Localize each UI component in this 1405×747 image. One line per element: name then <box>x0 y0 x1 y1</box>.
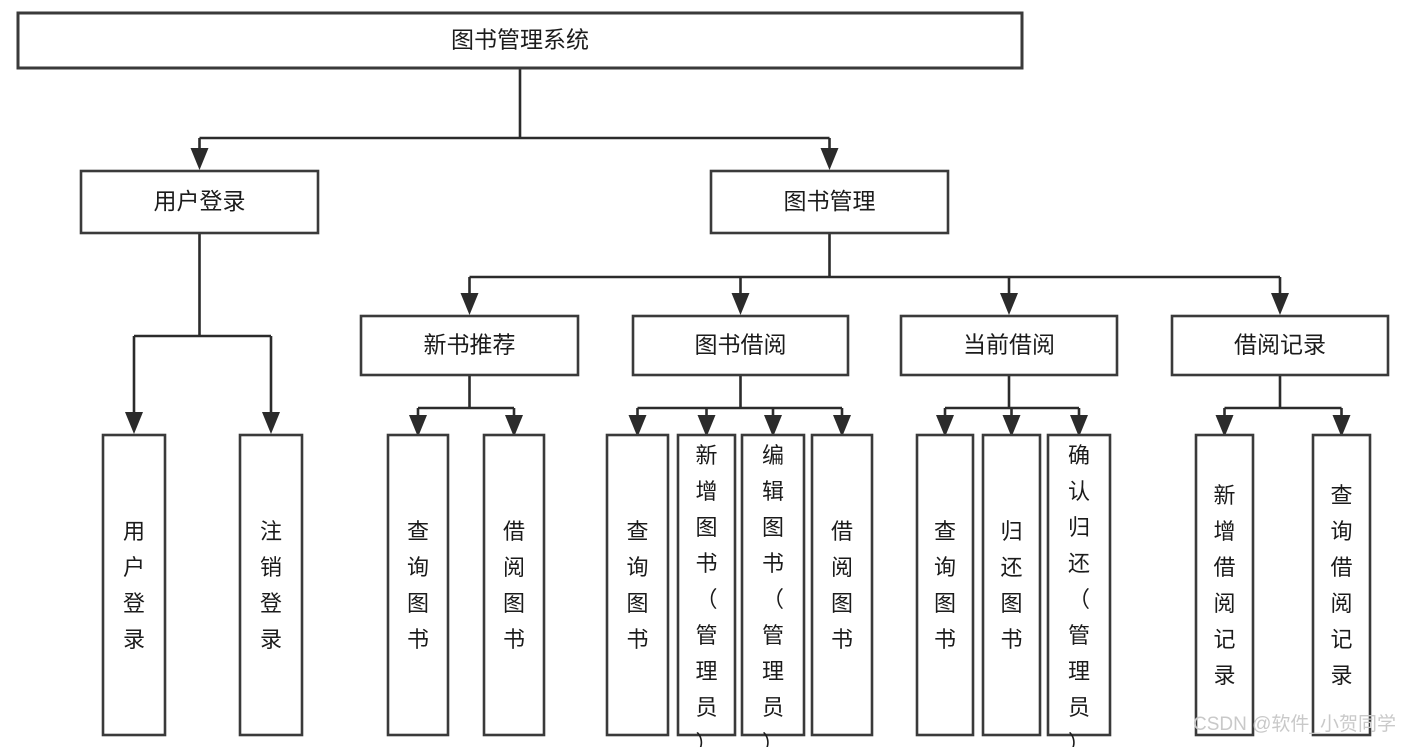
node-label: 编辑图书（管理员） <box>762 443 784 747</box>
node-label: 用户登录 <box>154 188 246 214</box>
arrow-head <box>460 293 479 315</box>
arrow-head <box>1070 415 1088 437</box>
node-user-login[interactable]: 用户登录 <box>79 169 320 235</box>
node-book-borrow[interactable]: 图书借阅 <box>631 314 850 377</box>
node-box[interactable] <box>238 433 304 737</box>
arrow-head <box>697 415 716 437</box>
node-leaf-edit-book[interactable]: 编辑图书（管理员） <box>740 433 806 747</box>
node-box[interactable] <box>605 433 670 737</box>
node-leaf-return-book[interactable]: 归还图书 <box>981 433 1042 737</box>
node-box[interactable] <box>101 433 167 737</box>
node-label: 图书借阅 <box>695 332 787 358</box>
node-box[interactable] <box>1170 314 1390 377</box>
node-leaf-confirm-return[interactable]: 确认归还（管理员） <box>1046 433 1112 747</box>
node-box[interactable] <box>676 433 737 737</box>
arrow-head <box>731 293 750 315</box>
node-box[interactable] <box>386 433 450 737</box>
node-leaf-query-record[interactable]: 查询借阅记录 <box>1311 433 1372 737</box>
arrow-head <box>1271 293 1289 315</box>
node-root[interactable]: 图书管理系统 <box>16 11 1024 70</box>
node-label: 图书管理 <box>784 188 876 214</box>
node-label: 用户登录 <box>123 519 145 652</box>
node-box[interactable] <box>709 169 950 235</box>
node-box[interactable] <box>899 314 1119 377</box>
node-box[interactable] <box>359 314 580 377</box>
node-leaf-query-book-3[interactable]: 查询图书 <box>915 433 975 737</box>
node-label: 新增借阅记录 <box>1213 483 1235 688</box>
node-leaf-add-record[interactable]: 新增借阅记录 <box>1194 433 1255 737</box>
node-box[interactable] <box>16 11 1024 70</box>
node-label: 借阅图书 <box>831 519 853 652</box>
arrow-head <box>936 415 954 437</box>
node-borrow-record[interactable]: 借阅记录 <box>1170 314 1390 377</box>
node-leaf-query-book-1[interactable]: 查询图书 <box>386 433 450 737</box>
arrow-head <box>1000 293 1018 315</box>
node-label: 查询图书 <box>626 519 648 652</box>
node-label: 查询借阅记录 <box>1330 483 1352 688</box>
node-label: 确认归还（管理员） <box>1068 443 1090 747</box>
node-label: 新书推荐 <box>424 332 516 358</box>
connectors-layer <box>125 68 1351 437</box>
node-label: 新增图书（管理员） <box>695 443 717 747</box>
node-box[interactable] <box>740 433 806 737</box>
arrow-head <box>1332 415 1351 437</box>
node-leaf-user-logout[interactable]: 注销登录 <box>238 433 304 737</box>
node-box[interactable] <box>1311 433 1372 737</box>
node-box[interactable] <box>631 314 850 377</box>
node-leaf-user-login[interactable]: 用户登录 <box>101 433 167 737</box>
node-label: 借阅记录 <box>1234 332 1326 358</box>
node-new-book-recommend[interactable]: 新书推荐 <box>359 314 580 377</box>
node-label: 当前借阅 <box>963 332 1055 358</box>
node-leaf-add-book[interactable]: 新增图书（管理员） <box>676 433 737 747</box>
node-box[interactable] <box>482 433 546 737</box>
node-leaf-borrow-book-2[interactable]: 借阅图书 <box>810 433 874 737</box>
arrow-head <box>1002 415 1021 437</box>
node-box[interactable] <box>1194 433 1255 737</box>
arrow-head <box>190 148 209 170</box>
node-box[interactable] <box>981 433 1042 737</box>
nodes-layer: 图书管理系统用户登录图书管理新书推荐图书借阅当前借阅借阅记录用户登录注销登录查询… <box>16 11 1390 747</box>
node-box[interactable] <box>810 433 874 737</box>
node-current-borrow[interactable]: 当前借阅 <box>899 314 1119 377</box>
arrow-head <box>820 148 839 170</box>
arrow-head <box>505 415 523 437</box>
node-label: 借阅图书 <box>503 519 525 652</box>
node-label: 查询图书 <box>934 519 956 652</box>
node-box[interactable] <box>79 169 320 235</box>
node-book-manage[interactable]: 图书管理 <box>709 169 950 235</box>
arrow-head <box>262 412 280 434</box>
node-label: 归还图书 <box>1000 519 1022 652</box>
node-box[interactable] <box>915 433 975 737</box>
node-label: 图书管理系统 <box>451 27 589 53</box>
arrow-head <box>1215 415 1234 437</box>
arrow-head <box>125 412 143 434</box>
node-label: 查询图书 <box>407 519 429 652</box>
node-box[interactable] <box>1046 433 1112 737</box>
arrow-head <box>764 415 782 437</box>
node-leaf-borrow-book-1[interactable]: 借阅图书 <box>482 433 546 737</box>
csdn-watermark: CSDN @软件_小贺同学 <box>1193 713 1396 735</box>
arrow-head <box>409 415 427 437</box>
node-leaf-query-book-2[interactable]: 查询图书 <box>605 433 670 737</box>
arrow-head <box>628 415 647 437</box>
node-label: 注销登录 <box>260 519 282 652</box>
arrow-head <box>833 415 851 437</box>
